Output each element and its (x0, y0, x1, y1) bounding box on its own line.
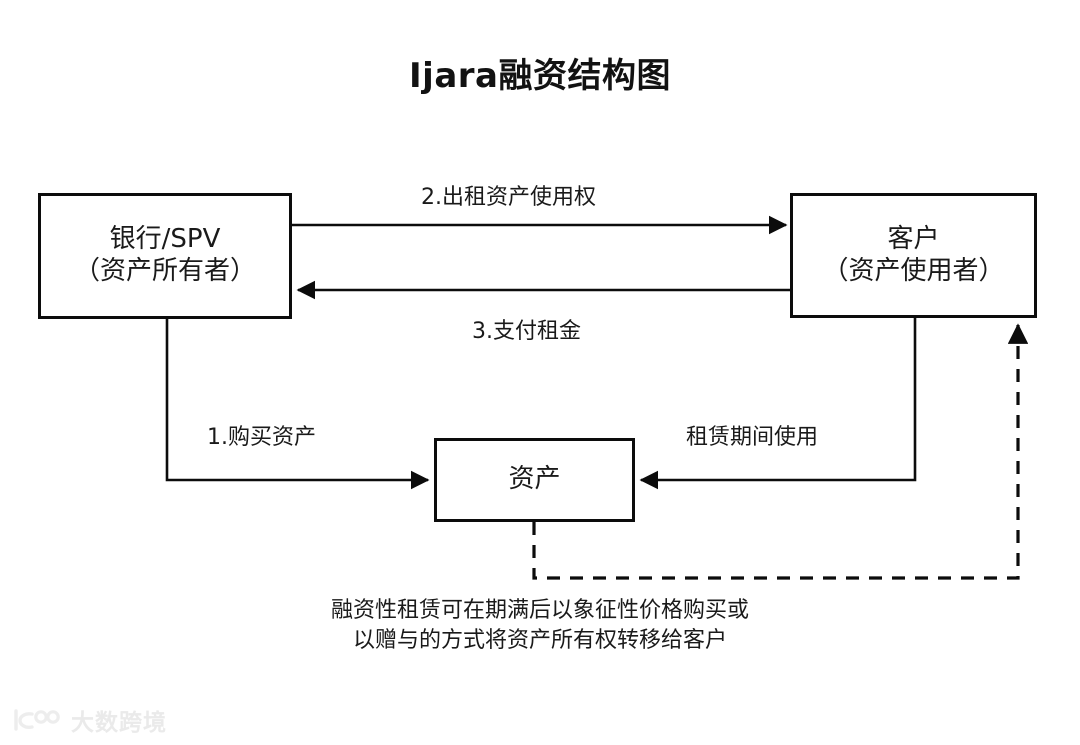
node-asset-line1: 资产 (508, 464, 561, 495)
connector-buy-asset (165, 318, 430, 490)
connector-use-during-lease (639, 317, 917, 490)
brand-logo-icon (14, 709, 60, 731)
connector-ownership-transfer-dashed (532, 323, 1029, 580)
node-bank-spv-line2: （资产所有者） (73, 256, 256, 286)
node-bank-spv[interactable]: 银行/SPV （资产所有者） (38, 193, 292, 319)
node-bank-spv-line1: 银行/SPV (109, 224, 221, 255)
edge-label-lease-out: 2.出租资产使用权 (421, 185, 596, 210)
node-customer-line1: 客户 (887, 223, 940, 254)
diagram-caption-line1: 融资性租赁可在期满后以象征性价格购买或 (330, 598, 749, 623)
edge-label-use-during-lease: 租赁期间使用 (686, 425, 819, 450)
watermark-text: 大数跨境 (71, 710, 167, 736)
node-asset[interactable]: 资产 (434, 438, 635, 522)
node-customer-line2: （资产使用者） (822, 255, 1005, 286)
diagram-caption: 融资性租赁可在期满后以象征性价格购买或 以赠与的方式将资产所有权转移给客户 (0, 596, 1080, 657)
page-title: Ijara融资结构图 (409, 56, 671, 96)
watermark: 大数跨境 (12, 703, 167, 737)
edge-label-buy-asset: 1.购买资产 (207, 425, 316, 450)
diagram-caption-line2: 以赠与的方式将资产所有权转移给客户 (352, 628, 727, 654)
node-customer[interactable]: 客户 （资产使用者） (790, 193, 1037, 318)
edge-label-pay-rent: 3.支付租金 (472, 319, 581, 344)
